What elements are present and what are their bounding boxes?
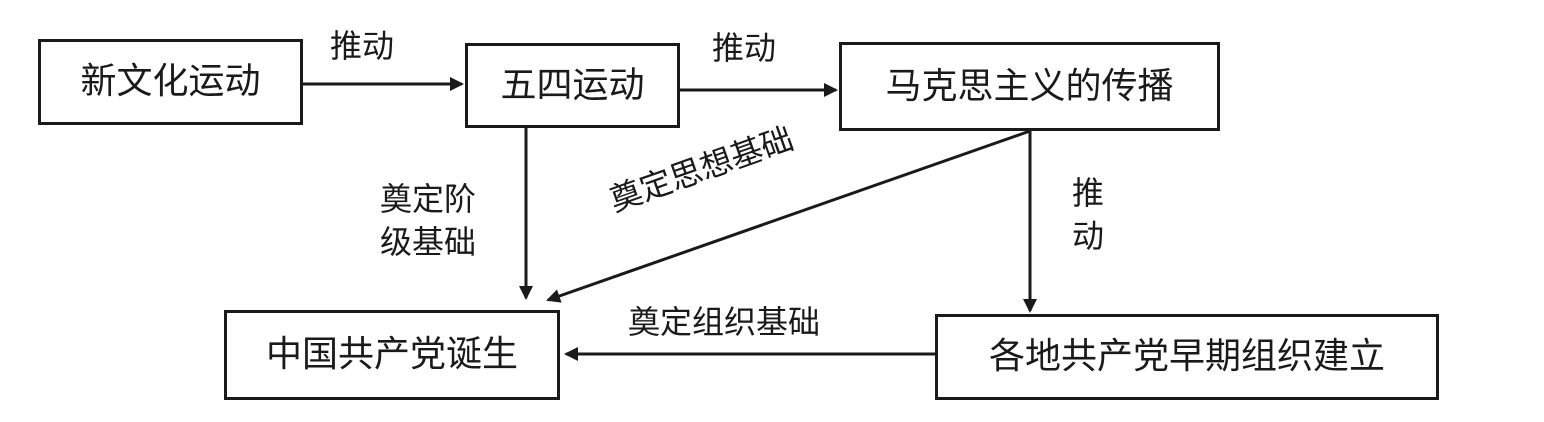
node-label: 马克思主义的传播 bbox=[885, 65, 1174, 107]
edge-label-marxism-to-early-orgs: 推 动 bbox=[1068, 172, 1108, 258]
node-may-fourth-movement: 五四运动 bbox=[465, 43, 680, 128]
edge-label-char: 动 bbox=[1071, 217, 1104, 256]
edge-label-early-orgs-to-ccp: 奠定组织基础 bbox=[628, 303, 821, 341]
node-label: 中国共产党诞生 bbox=[265, 334, 518, 375]
node-ccp-founded: 中国共产党诞生 bbox=[224, 310, 560, 400]
node-label: 新文化运动 bbox=[80, 61, 261, 102]
node-label: 各地共产党早期组织建立 bbox=[988, 336, 1385, 377]
node-marxism-spread: 马克思主义的传播 bbox=[839, 42, 1220, 131]
node-early-party-organizations: 各地共产党早期组织建立 bbox=[935, 314, 1439, 400]
arrow-marxism-to-ccp bbox=[546, 129, 1031, 303]
node-label: 五四运动 bbox=[500, 64, 645, 106]
edge-label-may-fourth-to-ccp: 奠定阶 级基础 bbox=[380, 178, 476, 264]
edge-label-may-fourth-to-marxism: 推动 bbox=[712, 29, 777, 67]
edge-label-char: 推 bbox=[1071, 174, 1104, 212]
edge-label-line: 级基础 bbox=[380, 223, 477, 262]
edge-label-new-culture-to-may-fourth: 推动 bbox=[330, 27, 395, 65]
edge-label-line: 奠定阶 bbox=[380, 180, 477, 218]
node-new-culture-movement: 新文化运动 bbox=[38, 39, 303, 125]
